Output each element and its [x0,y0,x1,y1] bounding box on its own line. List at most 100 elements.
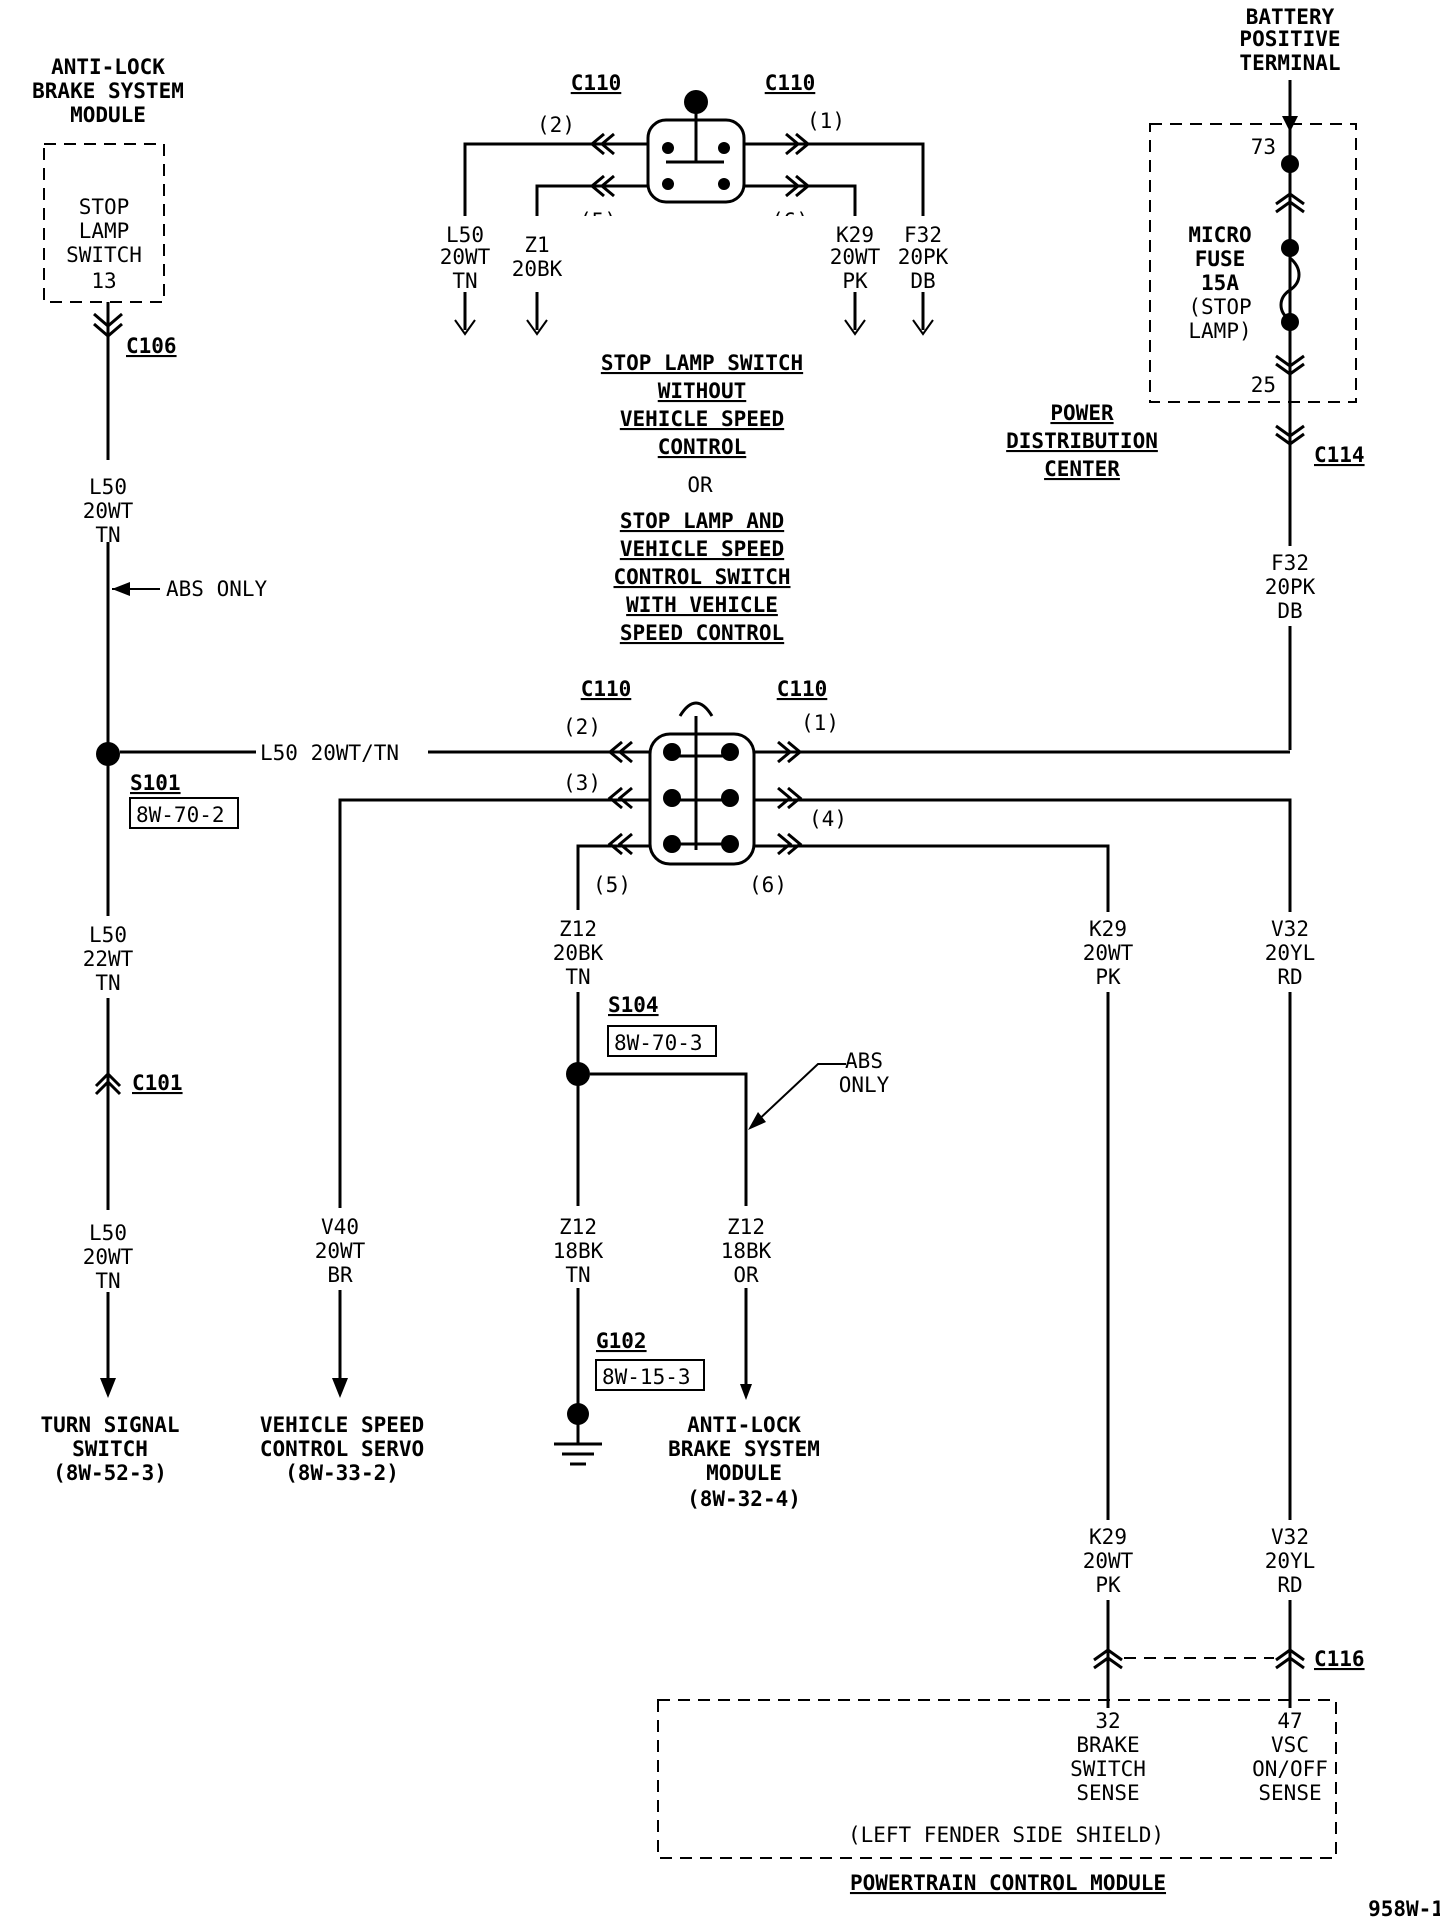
pcm-pin-47: 47 VSC ON/OFF SENSE [1246,1708,1334,1808]
wire-v40 [338,798,650,1386]
s104-splice-dot [566,1062,590,1086]
svg-text:20WT: 20WT [830,245,881,269]
svg-text:SENSE: SENSE [1258,1781,1321,1805]
svg-text:MICRO: MICRO [1188,223,1251,247]
svg-text:STOP LAMP SWITCH: STOP LAMP SWITCH [601,351,803,375]
abs-module-line2: BRAKE SYSTEM [32,79,184,103]
s101-splice-dot [96,742,120,766]
abs-only-lower-line1: ABS [845,1049,883,1073]
svg-text:OR: OR [733,1263,759,1287]
svg-text:20WT: 20WT [83,1245,134,1269]
svg-text:BATTERY: BATTERY [1246,5,1335,29]
wire-label-k29-lower: K29 20WT PK [1078,1520,1138,1600]
pcm-location-note: (LEFT FENDER SIDE SHIELD) [848,1823,1164,1847]
svg-text:(8W-32-4): (8W-32-4) [687,1487,801,1511]
svg-text:V40: V40 [321,1215,359,1239]
s101-label: S101 [130,771,181,795]
pin-2-mid: (2) [563,715,601,739]
svg-text:WITHOUT: WITHOUT [658,379,747,403]
c114-connector-symbol [1275,424,1305,446]
fuse-terminal-top [1281,239,1299,257]
fuse-connector-bottom [1275,354,1305,376]
c106-label: C106 [126,334,177,358]
svg-text:F32: F32 [1271,551,1309,575]
svg-text:TN: TN [565,965,590,989]
svg-text:WITH VEHICLE: WITH VEHICLE [626,593,778,617]
c110-mid-pin4-chevron [777,786,803,810]
abs-module-arrow [740,1384,752,1400]
wire-label-z12-20bk: Z12 20BK TN [546,910,610,992]
pdc-label: POWER DISTRIBUTION CENTER [1006,401,1158,481]
svg-text:SWITCH: SWITCH [1070,1757,1146,1781]
ground-icon [554,1424,602,1466]
svg-text:TN: TN [95,1269,120,1293]
svg-text:POWER: POWER [1050,401,1114,425]
c110-mid-pin3-chevron [607,786,633,810]
svg-text:DB: DB [910,269,935,293]
svg-text:RD: RD [1277,1573,1302,1597]
pin-4-mid: (4) [809,807,847,831]
svg-text:(STOP: (STOP [1188,295,1251,319]
wire-label-l50-22wt: L50 22WT TN [83,916,134,998]
fuse-connector-top [1275,192,1305,214]
svg-text:L50: L50 [89,923,127,947]
fuse-label-bg [1170,218,1270,348]
variant-or: OR [687,473,713,497]
c101-connector-symbol [94,1071,122,1096]
abs-only-lower-arrow [748,1112,766,1130]
pin-1-mid: (1) [801,711,839,735]
svg-text:22WT: 22WT [83,947,134,971]
svg-text:PK: PK [1095,1573,1121,1597]
pin-3-mid: (3) [563,771,601,795]
svg-text:SPEED CONTROL: SPEED CONTROL [620,621,784,645]
c116-label: C116 [1314,1647,1365,1671]
pin-1-top: (1) [807,109,845,133]
svg-text:DISTRIBUTION: DISTRIBUTION [1006,429,1158,453]
svg-text:BR: BR [327,1263,353,1287]
svg-text:20WT: 20WT [1083,1549,1134,1573]
figure-id: 958W-1 [1368,1897,1440,1921]
svg-text:VEHICLE SPEED: VEHICLE SPEED [620,407,784,431]
svg-text:BRAKE: BRAKE [1076,1733,1139,1757]
wire-label-z12-18bk-tn: Z12 18BK TN [548,1206,608,1288]
pin-2-top: (2) [537,113,575,137]
svg-text:TURN SIGNAL: TURN SIGNAL [40,1413,179,1437]
svg-text:TN: TN [95,523,120,547]
ground-eyelet [567,1403,589,1425]
svg-text:CENTER: CENTER [1044,457,1120,481]
g102-ref-box [595,1359,705,1391]
svg-text:20WT: 20WT [83,499,134,523]
wire-k29 [754,844,1110,1668]
g102-label: G102 [596,1329,647,1353]
c110-left-mid: C110 [581,677,632,701]
c116-k29-connector-symbol [1093,1648,1123,1670]
svg-text:20WT: 20WT [1083,941,1134,965]
svg-text:ON/OFF: ON/OFF [1252,1757,1328,1781]
variant-with-vsc: STOP LAMP AND VEHICLE SPEED CONTROL SWIT… [613,509,790,645]
g102-ref: 8W-15-3 [602,1365,691,1389]
pin-6-mid: (6) [749,873,787,897]
abs-module-line1: ANTI-LOCK [51,55,165,79]
svg-text:MODULE: MODULE [706,1461,782,1485]
abs-only-arrow [112,582,130,596]
svg-text:20BK: 20BK [512,257,563,281]
wire-label-k29-mid: K29 20WT PK [1078,912,1138,992]
s104-ref-box [607,1025,717,1057]
s104-label: S104 [608,993,659,1017]
svg-text:18BK: 18BK [553,1239,604,1263]
wire-label-l50-upper: L50 20WT TN [83,460,134,547]
svg-text:V32: V32 [1271,917,1309,941]
wire-label-v32-mid: V32 20YL RD [1260,912,1320,992]
turn-signal-arrow [100,1378,116,1398]
svg-text:(8W-52-3): (8W-52-3) [53,1461,167,1485]
c110-right-mid: C110 [777,677,828,701]
turn-signal-switch-label: TURN SIGNAL SWITCH (8W-52-3) [40,1413,179,1485]
wire-label-k29-top: K29 20WT PK [830,223,881,293]
abs-only-lower-leader [753,1063,846,1125]
c110-mid-pin5-chevron [607,832,633,856]
c114-label: C114 [1314,443,1365,467]
svg-text:L50: L50 [446,223,484,247]
svg-text:CONTROL SWITCH: CONTROL SWITCH [613,565,790,589]
svg-text:TN: TN [95,971,120,995]
pdc-box [1149,123,1357,403]
